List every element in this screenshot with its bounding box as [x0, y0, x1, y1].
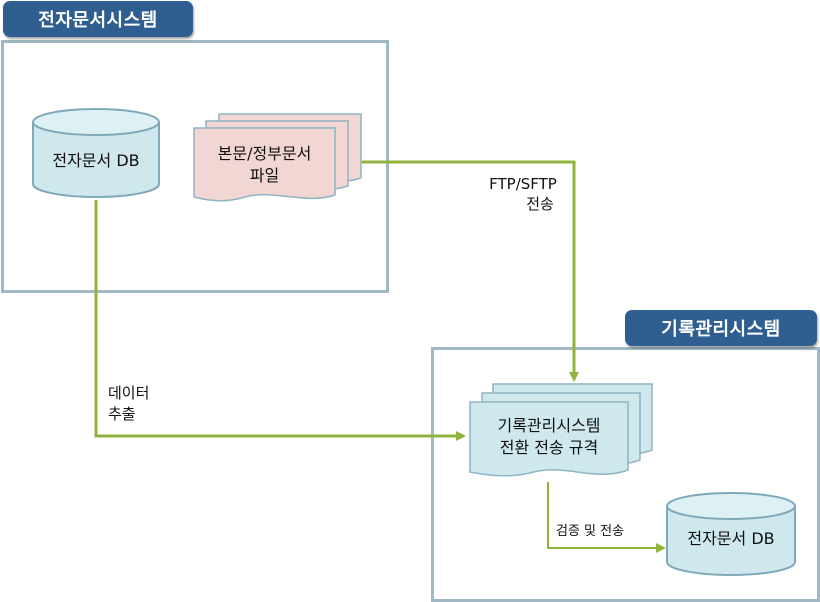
- data-extract-arrow: [94, 200, 466, 441]
- target-db-cylinder: [666, 492, 796, 576]
- extract-label-line2: 추출: [108, 405, 136, 423]
- target-doc-label-line1: 기록관리시스템: [497, 416, 601, 435]
- source-files-label-line1: 본문/정부문서: [217, 144, 312, 163]
- extract-label-line1: 데이터: [108, 384, 150, 402]
- source-system-title: 전자문서시스템: [3, 1, 193, 37]
- target-doc-label: 기록관리시스템 전환 전송 규격: [470, 412, 628, 462]
- source-files-label: 본문/정부문서 파일: [194, 140, 335, 190]
- ftp-transfer-arrow: [362, 160, 579, 382]
- verify-transfer-label: 검증 및 전송: [556, 524, 625, 539]
- target-db-label: 전자문서 DB: [687, 529, 775, 548]
- verify-transfer-arrow: [547, 482, 666, 553]
- target-doc-label-line2: 전환 전송 규격: [499, 438, 599, 457]
- ftp-transfer-label: FTP/SFTP 전송: [478, 174, 568, 214]
- ftp-label-line1: FTP/SFTP: [489, 175, 557, 193]
- ftp-label-line2: 전송: [526, 195, 554, 213]
- target-system-title: 기록관리시스템: [625, 310, 817, 346]
- source-db-cylinder: [32, 108, 160, 198]
- source-db-label: 전자문서 DB: [52, 151, 140, 170]
- target-docs-stack: [469, 383, 653, 477]
- data-extract-label: 데이터 추출: [108, 383, 149, 425]
- source-files-label-line2: 파일: [249, 166, 280, 185]
- source-files-stack: [193, 113, 362, 202]
